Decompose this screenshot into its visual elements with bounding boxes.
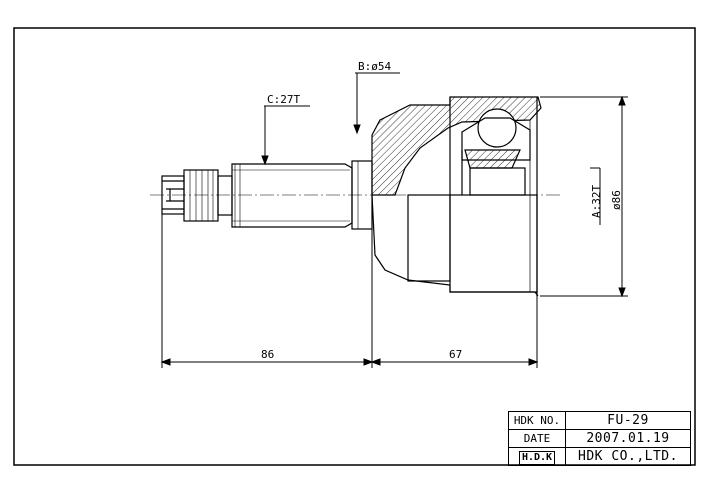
date-label: DATE — [508, 429, 566, 448]
dimension-86: 86 — [261, 348, 274, 361]
callout-c-label: C:27T — [267, 93, 300, 106]
shaft — [161, 160, 373, 230]
title-row-part-no: HDK NO. FU-29 — [508, 411, 691, 430]
part-no-label: HDK NO. — [508, 411, 566, 430]
callout-a-label: A:32T — [590, 185, 603, 218]
callout-d-label: ø86 — [610, 190, 623, 210]
drawing-frame — [13, 27, 696, 466]
part-no-value: FU-29 — [565, 411, 691, 430]
callout-b-label: B:ø54 — [358, 60, 391, 73]
company-name: HDK CO.,LTD. — [565, 447, 691, 466]
callout-a — [540, 95, 628, 298]
logo-cell: H.D.K — [508, 447, 566, 466]
dimension-67: 67 — [449, 348, 462, 361]
callout-c — [261, 105, 310, 166]
inner-joint — [461, 108, 531, 196]
dimension-lines — [160, 214, 539, 368]
date-value: 2007.01.19 — [565, 429, 691, 448]
title-row-date: DATE 2007.01.19 — [508, 429, 691, 448]
title-block: HDK NO. FU-29 DATE 2007.01.19 H.D.K HDK … — [508, 411, 691, 466]
title-row-company: H.D.K HDK CO.,LTD. — [508, 447, 691, 466]
callout-b — [353, 72, 400, 135]
hdk-logo: H.D.K — [518, 450, 556, 465]
